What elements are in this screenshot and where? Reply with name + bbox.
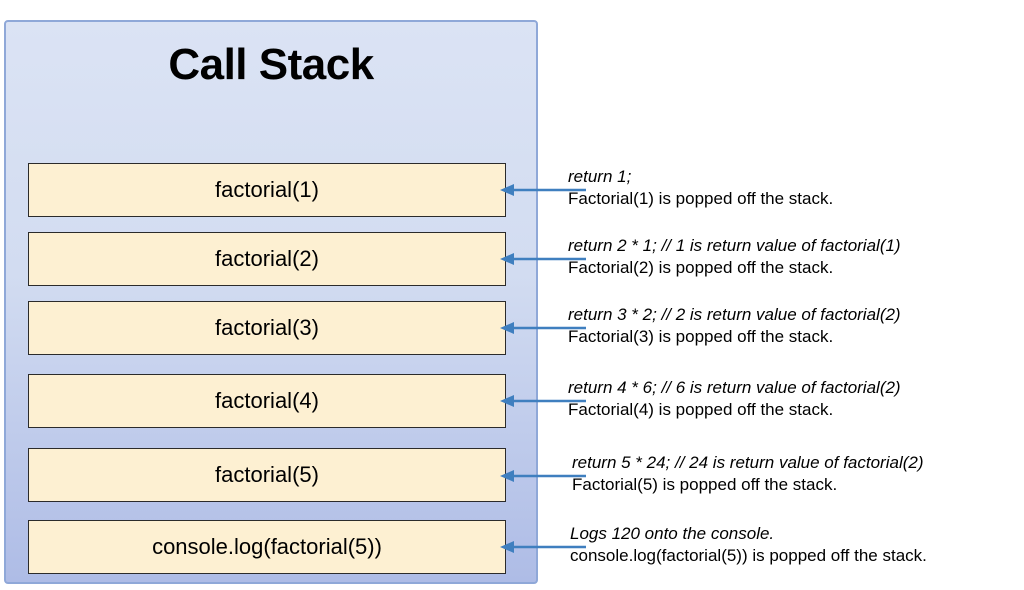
- annotation-code: Logs 120 onto the console.: [570, 524, 775, 543]
- annotation-4: return 4 * 6; // 6 is return value of fa…: [568, 378, 1020, 420]
- annotation-code: return 3 * 2; // 2 is return value of fa…: [568, 305, 901, 324]
- annotation-code: return 5 * 24; // 24 is return value of …: [572, 453, 924, 472]
- stack-frame-label: factorial(2): [215, 246, 319, 271]
- annotation-3: return 3 * 2; // 2 is return value of fa…: [568, 305, 1020, 347]
- stack-frame-label: factorial(1): [215, 177, 319, 202]
- stack-frame-6[interactable]: console.log(factorial(5)): [28, 520, 506, 574]
- annotation-code: return 1;: [568, 167, 632, 186]
- arrow-icon-2: [500, 252, 586, 266]
- annotation-6: Logs 120 onto the console. console.log(f…: [570, 524, 1022, 566]
- stack-frame-label: factorial(4): [215, 388, 319, 413]
- stack-frame-5[interactable]: factorial(5): [28, 448, 506, 502]
- annotation-5: return 5 * 24; // 24 is return value of …: [572, 453, 1024, 495]
- stack-frame-label: factorial(5): [215, 462, 319, 487]
- annotation-code: return 4 * 6; // 6 is return value of fa…: [568, 378, 901, 397]
- stack-frame-3[interactable]: factorial(3): [28, 301, 506, 355]
- annotation-text: Factorial(1) is popped off the stack.: [568, 189, 834, 208]
- arrow-icon-5: [500, 469, 586, 483]
- arrow-icon-1: [500, 183, 586, 197]
- stack-frame-label: console.log(factorial(5)): [152, 534, 382, 559]
- annotation-2: return 2 * 1; // 1 is return value of fa…: [568, 236, 1020, 278]
- arrow-icon-6: [500, 540, 586, 554]
- stack-frame-4[interactable]: factorial(4): [28, 374, 506, 428]
- annotation-1: return 1; Factorial(1) is popped off the…: [568, 167, 1020, 209]
- arrow-icon-3: [500, 321, 586, 335]
- annotation-text: Factorial(3) is popped off the stack.: [568, 327, 834, 346]
- annotation-text: Factorial(5) is popped off the stack.: [572, 475, 838, 494]
- annotation-text: console.log(factorial(5)) is popped off …: [570, 546, 927, 565]
- annotation-text: Factorial(2) is popped off the stack.: [568, 258, 834, 277]
- stack-frame-1[interactable]: factorial(1): [28, 163, 506, 217]
- annotation-text: Factorial(4) is popped off the stack.: [568, 400, 834, 419]
- page-title: Call Stack: [168, 40, 374, 89]
- annotation-code: return 2 * 1; // 1 is return value of fa…: [568, 236, 901, 255]
- stack-frame-2[interactable]: factorial(2): [28, 232, 506, 286]
- arrow-icon-4: [500, 394, 586, 408]
- stack-frame-label: factorial(3): [215, 315, 319, 340]
